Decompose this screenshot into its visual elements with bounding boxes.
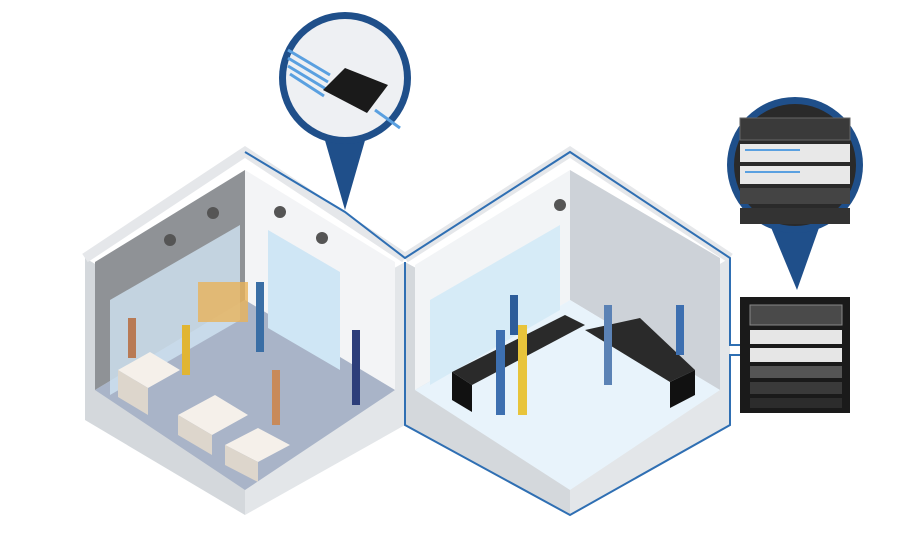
clothing-store-room	[82, 146, 408, 515]
network-device-callout	[279, 12, 411, 210]
window	[430, 225, 560, 385]
camera-icon	[207, 207, 219, 219]
fiber-cables	[287, 48, 401, 130]
camera-icon	[164, 234, 176, 246]
counter	[225, 428, 290, 462]
shoppers	[496, 295, 684, 415]
display-case	[452, 372, 472, 412]
shoppers	[128, 282, 360, 425]
window	[110, 225, 240, 395]
network-cable	[404, 262, 745, 517]
counter	[118, 352, 180, 388]
counter	[178, 415, 212, 455]
display-case	[585, 318, 695, 382]
jewelry-store-room	[402, 146, 733, 515]
counter	[178, 395, 248, 435]
camera-icon	[274, 206, 286, 218]
clothes-rack	[198, 282, 248, 322]
display-case	[670, 370, 695, 408]
glass-door	[268, 230, 340, 370]
camera-icon	[316, 232, 328, 244]
server-rack-callout	[727, 97, 863, 290]
camera-icon	[554, 199, 566, 211]
counter	[225, 445, 258, 482]
network-cable	[244, 150, 745, 346]
network-device-icon	[323, 68, 388, 113]
counter	[118, 370, 148, 415]
server-rack	[740, 297, 850, 413]
